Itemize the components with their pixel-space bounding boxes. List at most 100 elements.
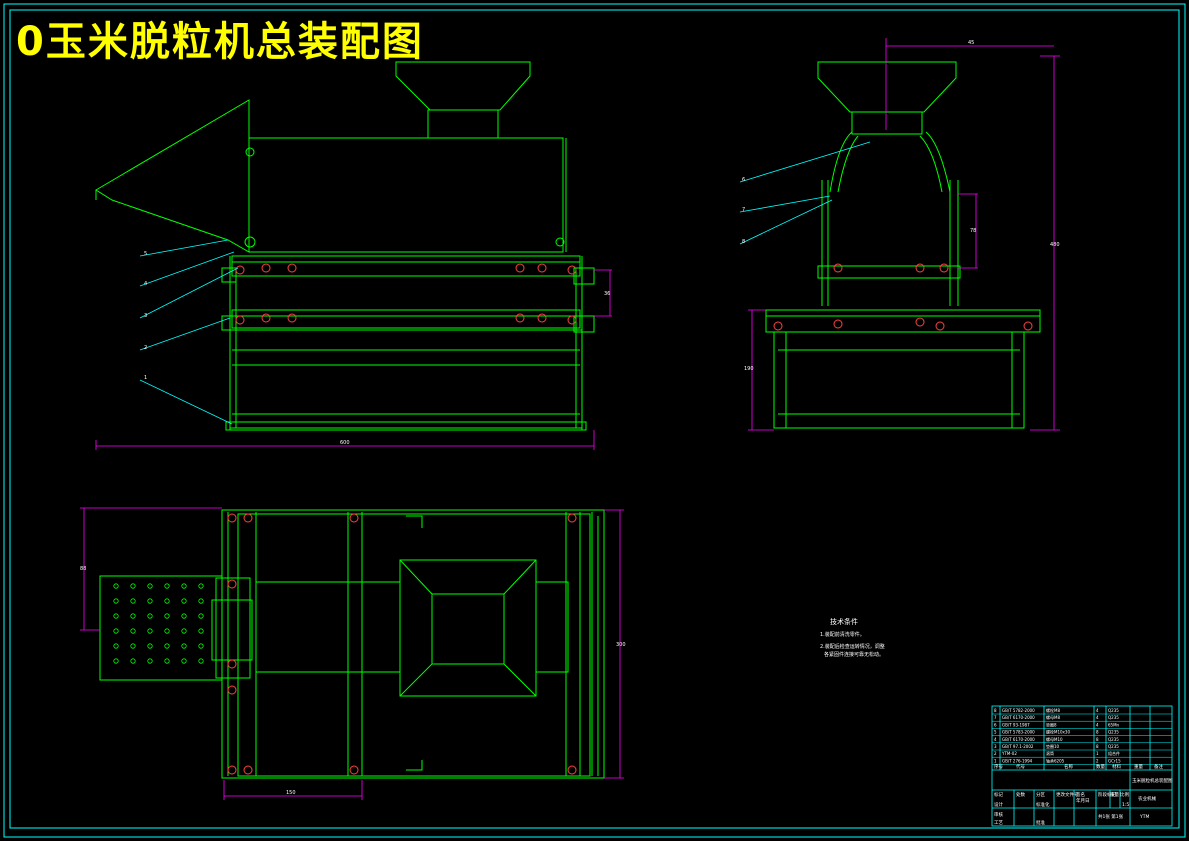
parts-cell: Q235 xyxy=(1108,744,1119,749)
grid-hole xyxy=(113,628,119,634)
front-dimensions xyxy=(95,269,612,450)
grid-hole xyxy=(130,583,136,589)
side-table xyxy=(765,309,1041,333)
front-view xyxy=(95,61,595,431)
tb-label-process: 工艺 xyxy=(994,820,1003,826)
tb-label-stage: 阶段标记 xyxy=(1098,791,1116,798)
grid-hole xyxy=(181,598,187,604)
tb-label-mark: 标记 xyxy=(994,791,1003,798)
tb-header-qty: 数量 xyxy=(1096,763,1105,770)
side-dim-height: 480 xyxy=(1050,242,1060,248)
side-leaders xyxy=(739,141,871,245)
parts-cell: 垫圈10 xyxy=(1046,743,1060,749)
title-block xyxy=(991,705,1173,827)
front-rail-top xyxy=(231,255,581,277)
grid-hole xyxy=(113,643,119,649)
grid-hole xyxy=(147,598,153,604)
parts-cell: 螺母M8 xyxy=(1046,714,1060,720)
tb-label-weight: 重量 xyxy=(1110,791,1119,798)
tb-header-code: 代号 xyxy=(1016,763,1025,770)
top-dim-bottom: 150 xyxy=(286,790,296,796)
tb-header-name: 名称 xyxy=(1064,763,1073,770)
front-leader-5: 5 xyxy=(144,251,147,257)
parts-cell: Q235 xyxy=(1108,708,1119,713)
side-leader-6: 6 xyxy=(742,177,745,183)
top-dimensions xyxy=(80,507,624,800)
parts-cell: 4 xyxy=(1096,708,1099,713)
grid-hole xyxy=(198,583,204,589)
parts-cell: Q235 xyxy=(1108,730,1119,735)
grid-hole xyxy=(181,628,187,634)
parts-cell: 8 xyxy=(1096,737,1099,742)
parts-cell: 6 xyxy=(994,722,997,727)
front-hopper-neck xyxy=(427,109,499,139)
parts-cell: Q235 xyxy=(1108,737,1119,742)
tb-label-ratio: 比例 xyxy=(1120,791,1129,798)
top-dim-right: 300 xyxy=(616,642,626,648)
grid-hole xyxy=(113,658,119,664)
grid-hole xyxy=(147,628,153,634)
parts-cell: GB/T 6170-2000 xyxy=(1002,737,1035,742)
tb-header-weight: 重量 xyxy=(1134,763,1143,770)
parts-cell: 8 xyxy=(994,708,997,713)
notes-heading: 技术条件 xyxy=(830,617,858,626)
parts-cell: GB/T 93-1987 xyxy=(1002,722,1030,727)
front-leader-4: 4 xyxy=(144,281,147,287)
top-holes xyxy=(227,513,577,775)
parts-cell: 8 xyxy=(1096,730,1099,735)
parts-cell: 2 xyxy=(1096,758,1099,763)
front-rail-mid xyxy=(231,309,581,329)
side-holes xyxy=(773,263,1033,331)
parts-cell: Q235 xyxy=(1108,715,1119,720)
grid-hole xyxy=(164,643,170,649)
grid-hole xyxy=(181,583,187,589)
side-leader-8: 8 xyxy=(742,239,745,245)
side-dim-top: 45 xyxy=(968,40,974,46)
grid-hole xyxy=(147,583,153,589)
outer-frame xyxy=(3,3,1186,838)
side-arch xyxy=(837,135,943,193)
grid-hole xyxy=(164,598,170,604)
parts-cell: GB/T 5782-2000 xyxy=(1002,708,1035,713)
parts-cell: 8 xyxy=(1096,744,1099,749)
parts-cell: 5 xyxy=(994,730,997,735)
tb-header-remark: 备注 xyxy=(1154,763,1163,770)
tb-label-count: 处数 xyxy=(1016,791,1025,798)
parts-cell: 3 xyxy=(994,744,997,749)
grid-hole xyxy=(181,658,187,664)
front-leader-1: 1 xyxy=(144,375,147,381)
grid-hole xyxy=(130,643,136,649)
side-lower-box xyxy=(773,331,1025,429)
front-leader-3: 3 xyxy=(144,313,147,319)
grid-hole xyxy=(113,613,119,619)
parts-cell: 2 xyxy=(994,751,997,756)
parts-cell: 4 xyxy=(994,737,997,742)
tb-label-standard: 标准化 xyxy=(1036,801,1050,808)
grid-hole xyxy=(198,628,204,634)
grid-hole xyxy=(130,598,136,604)
top-grid-holes xyxy=(113,583,204,664)
tb-drawing-name: 玉米脱粒机总装配图 xyxy=(1132,777,1173,784)
tb-sheet-info: 共1张 第1张 xyxy=(1098,813,1124,820)
parts-cell: 7 xyxy=(994,715,997,720)
parts-cell: 组合件 xyxy=(1108,750,1120,756)
side-hopper xyxy=(817,61,957,113)
parts-cell: 轴承6205 xyxy=(1046,757,1065,763)
side-leader-7: 7 xyxy=(742,207,745,213)
grid-hole xyxy=(147,613,153,619)
front-dim-side: 36 xyxy=(604,291,610,297)
tb-label-date: 年月日 xyxy=(1076,797,1090,804)
parts-cell: 1 xyxy=(994,758,997,763)
front-holes xyxy=(235,263,577,325)
grid-hole xyxy=(164,583,170,589)
grid-hole xyxy=(198,598,204,604)
front-dim-width: 600 xyxy=(340,440,350,446)
inner-frame xyxy=(9,9,1180,829)
notes-item-2: 2.装配后检查运转情况，调整 xyxy=(820,643,885,650)
side-view xyxy=(765,61,1041,429)
parts-cell: 滚筒 xyxy=(1046,750,1054,756)
notes-item-1: 1.装配前清洗零件。 xyxy=(820,631,865,638)
side-dimensions xyxy=(748,38,1060,431)
parts-cell: GB/T 6170-2000 xyxy=(1002,715,1035,720)
